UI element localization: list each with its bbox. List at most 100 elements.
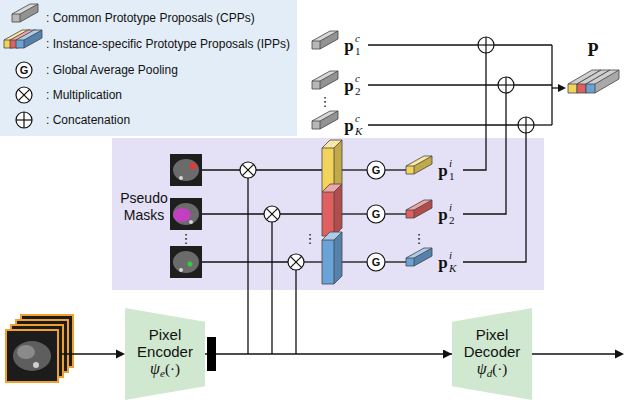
output-arrow: [532, 353, 616, 355]
mask-wire: [202, 169, 240, 170]
legend-symbol: [16, 119, 32, 120]
mask-wire: [280, 213, 322, 214]
legend-box: : Common Prototype Proposals (CPPs) : Ins…: [0, 0, 297, 136]
multiplication-symbol: [290, 256, 301, 267]
superscript-tag: i: [449, 202, 452, 213]
legend-symbol: [18, 89, 29, 100]
input-ct-volume: [33, 362, 39, 368]
mask-wire: [385, 213, 406, 214]
pseudo-mask-image: [179, 176, 183, 180]
multiplication-symbol: [240, 162, 256, 178]
legend-icons: [16, 30, 42, 48]
prototype-symbol: p: [344, 37, 353, 54]
symbol-letter: G: [372, 165, 381, 176]
symbol-letter: G: [20, 65, 29, 76]
pseudo-mask-image: [189, 220, 193, 224]
output-symbol: P: [566, 40, 620, 60]
input-arrow: [116, 350, 125, 359]
prototype-stack: [586, 70, 619, 93]
function-symbol: e: [160, 367, 165, 379]
multiplication-symbol: [242, 164, 253, 175]
output-arrow: [532, 350, 624, 359]
mask-wire: [385, 261, 406, 262]
concat-wire: [368, 45, 559, 262]
masked-feature-block: [322, 184, 342, 236]
superscript-tag: i: [449, 158, 452, 169]
mask-wire: [202, 261, 288, 262]
instance-prototype: [406, 156, 432, 266]
pooling-symbol: [367, 205, 385, 223]
common-prototype: [312, 111, 338, 129]
concatenation-symbol: [478, 37, 494, 53]
concatenation-symbol: [498, 84, 514, 85]
ellipsis-mark: ⋮: [413, 232, 426, 245]
pseudo-mask-image: [173, 203, 199, 225]
ellipsis-mark: ⋮: [304, 232, 317, 245]
concat-wire: [368, 124, 518, 125]
concat-wire: [514, 84, 552, 85]
subscript-index: K: [449, 263, 456, 274]
multiplication-symbol: [242, 164, 253, 175]
prototype-symbol: p: [438, 254, 447, 271]
legend-text: : Instance-specific Prototype Proposals …: [46, 37, 290, 51]
pseudo-mask-image: [188, 262, 193, 267]
pixel-decoder: Pixel Decoderψd(·): [452, 308, 532, 400]
concat-wire: [368, 84, 498, 85]
input-ct-volume: [13, 341, 51, 371]
prototype-symbol: p: [344, 117, 353, 134]
multiplication-symbol: [240, 162, 304, 270]
connector-line: [205, 353, 452, 355]
concat-wire: [463, 53, 486, 170]
feature-tap-wire: [247, 178, 248, 354]
legend-symbol: [16, 87, 32, 103]
masked-feature-block: [322, 232, 342, 284]
mask-wire: [342, 261, 367, 262]
pseudo-mask-image: [170, 246, 202, 278]
module-function: ψd(·): [477, 360, 507, 382]
module-name: Pixel Encoder: [133, 326, 197, 360]
instance-prototype: [406, 156, 432, 174]
concatenation-symbol: [518, 124, 534, 125]
common-prototype: [312, 31, 338, 49]
input-ct-volume: [17, 345, 35, 359]
pooling-symbol: [367, 161, 385, 179]
prototype-set: P: [566, 40, 620, 68]
concatenation-symbol: [518, 117, 534, 133]
concat-wire: [552, 87, 559, 88]
feature-bar: [207, 337, 216, 371]
module-shape: [125, 308, 205, 400]
input-arrow: [62, 353, 117, 355]
feature-tap-wire: [271, 222, 272, 354]
legend-symbol: [16, 62, 32, 128]
concat-wire: [494, 44, 552, 45]
symbol-letter: G: [372, 209, 381, 220]
module-shape: [452, 308, 532, 400]
output-arrow: [615, 350, 624, 359]
mask-wire: [202, 170, 406, 262]
superscript-tag: c: [355, 73, 360, 84]
multiplication-symbol: [266, 208, 277, 219]
concat-wire: [551, 45, 552, 125]
concat-wire: [368, 44, 478, 45]
prototype-symbol: p: [438, 206, 447, 223]
module-name: Pixel Decoder: [460, 326, 524, 360]
subscript-index: 1: [355, 46, 361, 57]
concatenation-symbol: [478, 44, 494, 45]
prototype-symbol: p: [438, 162, 447, 179]
pooling-symbol: [367, 161, 385, 271]
pseudo-mask-region: Pseudo Masks: [112, 138, 544, 290]
function-symbol: (·): [165, 361, 180, 377]
module-label: Pixel Decoderψd(·): [452, 308, 532, 400]
symbol-letter: G: [372, 257, 381, 268]
feature-tap-wire: [295, 270, 296, 354]
module-function: ψe(·): [150, 360, 180, 382]
multiplication-symbol: [264, 206, 280, 222]
subscript-index: 2: [449, 215, 455, 226]
pseudo-mask-image: [170, 198, 202, 230]
concat-wire: [534, 124, 552, 125]
legend-text: : Common Prototype Proposals (CPPs): [46, 11, 255, 25]
mask-wire: [202, 213, 264, 214]
function-symbol: d: [487, 367, 493, 379]
pseudo-mask-image: [170, 154, 202, 278]
